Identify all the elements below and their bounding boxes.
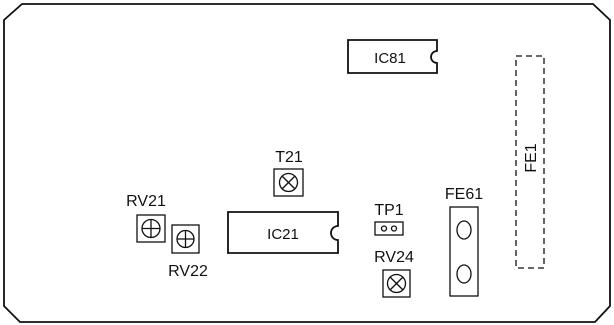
rv22-label: RV22 [168, 263, 208, 280]
fe61-label: FE61 [445, 186, 483, 203]
ic81-chip: IC81 [347, 39, 438, 74]
t21-label: T21 [275, 149, 303, 166]
t21-trimmer: T21 [273, 149, 304, 197]
rv24-label: RV24 [374, 249, 414, 266]
ic21-chip: IC21 [227, 211, 339, 254]
rv21-label: RV21 [126, 193, 166, 210]
fe1-module: FE1 [515, 55, 545, 269]
fe61-connector: FE61 [445, 186, 483, 297]
tp1-label: TP1 [374, 202, 403, 219]
fe1-label: FE1 [523, 143, 540, 172]
tp1-test-point: TP1 [374, 202, 404, 236]
rv22-trimmer: RV22 [168, 224, 208, 280]
ic21-label: IC21 [267, 226, 299, 243]
rv24-trimmer: RV24 [374, 249, 414, 298]
rv21-trimmer: RV21 [126, 193, 166, 243]
board-outline [3, 3, 611, 323]
ic81-label: IC81 [374, 50, 406, 67]
